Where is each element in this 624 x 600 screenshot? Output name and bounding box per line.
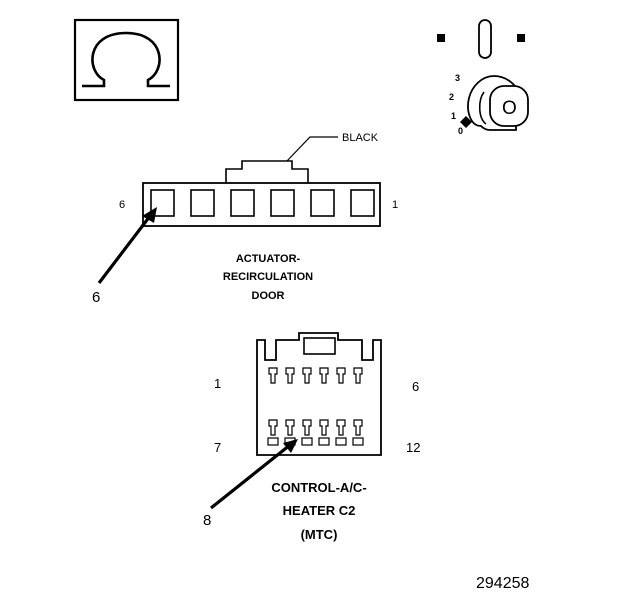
terminal-blade	[302, 367, 312, 384]
key-groove	[478, 91, 487, 125]
connector-latch	[303, 337, 336, 355]
pin-label-top-right: 6	[412, 379, 419, 394]
terminal-bottom-row	[336, 419, 346, 436]
terminal-blade	[336, 419, 346, 436]
terminal-pad	[335, 437, 347, 446]
connector-housing	[142, 182, 381, 227]
terminal-blade	[353, 367, 363, 384]
connector-color-label: BLACK	[342, 132, 379, 144]
position-3: 3	[455, 73, 460, 83]
position-1: 1	[451, 111, 456, 121]
terminal-top-row	[319, 367, 329, 384]
terminal-bottom-row	[268, 419, 278, 436]
terminal-top-row	[302, 367, 312, 384]
ohm-symbol-icon	[82, 31, 170, 88]
terminal-pad	[352, 437, 364, 446]
terminal-blade	[268, 419, 278, 436]
callout-number: 6	[92, 289, 100, 306]
terminal-blade	[268, 367, 278, 384]
figure-number: 294258	[476, 575, 529, 592]
pin-label-left: 6	[119, 199, 125, 211]
connector-cavity	[150, 189, 175, 217]
connector-cavity	[350, 189, 375, 217]
position-0: 0	[458, 126, 463, 136]
terminal-pad	[318, 437, 330, 446]
connector-name-line-2: HEATER C2	[283, 503, 356, 518]
connector-latch	[225, 160, 309, 183]
connector-name-line-3: (MTC)	[301, 527, 338, 542]
terminal-grid	[267, 367, 364, 446]
control-connector: 1 6 7 12 CONTROL-A/C- HEATER C2 (MTC) 8	[203, 332, 420, 542]
connector-cavity	[190, 189, 215, 217]
terminal-bottom-row	[319, 419, 329, 436]
connector-name-line-1: CONTROL-A/C-	[271, 480, 366, 495]
connector-name-line-3: DOOR	[252, 290, 285, 302]
connector-cavity	[270, 189, 295, 217]
callout-arrowhead	[142, 207, 157, 223]
terminal-blade	[319, 419, 329, 436]
terminal-blade	[302, 419, 312, 436]
terminal-pad	[301, 437, 313, 446]
terminal-top-row	[285, 367, 295, 384]
key-blade	[489, 85, 529, 127]
terminal-pad	[267, 437, 279, 446]
callout-arrow-shaft	[97, 215, 152, 284]
terminal-top-row	[353, 367, 363, 384]
connector-cavity	[310, 189, 335, 217]
connector-cavity	[230, 189, 255, 217]
right-marker	[517, 34, 525, 42]
callout-arrowhead	[283, 439, 298, 453]
position-indicator	[460, 116, 472, 128]
pin-label-top-left: 1	[214, 376, 221, 391]
pin-label-bottom-right: 12	[406, 440, 420, 455]
terminal-blade	[285, 367, 295, 384]
terminal-blade	[319, 367, 329, 384]
cavity-row	[150, 189, 375, 217]
pin-label-right: 1	[392, 199, 398, 211]
terminal-bottom-row	[285, 419, 295, 436]
connector-name-line-2: RECIRCULATION	[223, 271, 313, 283]
terminal-top-row	[268, 367, 278, 384]
terminal-bottom-row	[302, 419, 312, 436]
left-marker	[437, 34, 445, 42]
terminal-bottom-row	[353, 419, 363, 436]
callout-number: 8	[203, 512, 211, 529]
terminal-blade	[353, 419, 363, 436]
key-letter: O	[502, 98, 517, 119]
callout-arrow-shaft	[210, 443, 291, 510]
ignition-key-icon: O 3 2 1 0	[437, 19, 529, 136]
connector-name-line-1: ACTUATOR-	[236, 253, 301, 265]
ohmmeter-frame	[73, 18, 180, 102]
terminal-blade	[285, 419, 295, 436]
ohmmeter-symbol	[73, 18, 180, 102]
terminal-top-row	[336, 367, 346, 384]
terminal-blade	[336, 367, 346, 384]
pin-label-bottom-left: 7	[214, 440, 221, 455]
actuator-connector: BLACK 6 1 ACTUATOR- RECIRCULATION DOOR 6	[92, 132, 398, 306]
color-leader-line	[285, 136, 338, 163]
key-slot	[478, 19, 492, 59]
position-2: 2	[449, 92, 454, 102]
